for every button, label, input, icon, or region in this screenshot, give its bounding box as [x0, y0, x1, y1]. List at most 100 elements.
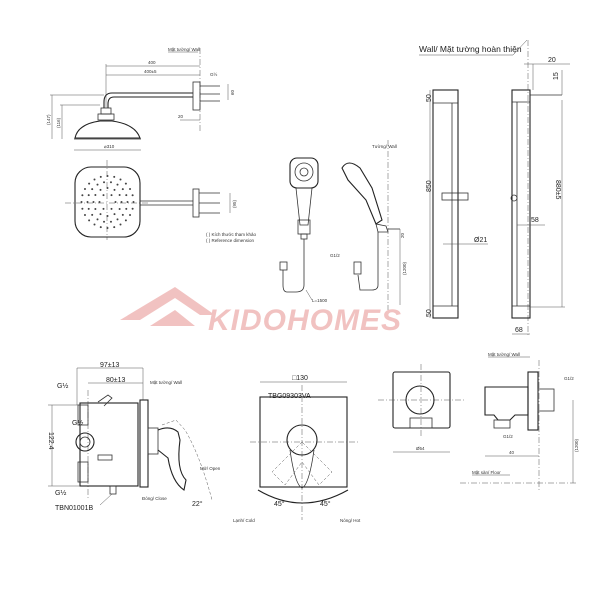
valve-side-view: 97±13 80±13 Mặt tường/ Wall 122.4 G½ G½ …	[47, 362, 221, 512]
nozzle-dot	[87, 207, 90, 210]
dim-400-5: 400±5	[144, 69, 157, 74]
nozzle-dot	[88, 182, 91, 185]
dim-50-top: 50	[426, 94, 433, 102]
nozzle-dot	[102, 194, 105, 197]
nozzle-dot	[106, 175, 109, 177]
rain-shower-wall-label: Mặt tường/ Wall	[168, 47, 200, 52]
watermark-text: KIDOHOMES	[208, 304, 402, 337]
dim-880: 880±5	[554, 180, 561, 200]
wall-outlet: Ø54 Mặt tường/ Wall G1/2 G1/2 40 (1200) …	[378, 352, 579, 490]
nozzle-dot	[102, 207, 105, 210]
nozzle-dot	[113, 175, 116, 178]
cold-label: Lạnh/ Cold	[233, 518, 255, 523]
nozzle-dot	[88, 219, 91, 222]
nozzle-dot	[121, 188, 124, 191]
nozzle-dot	[99, 188, 102, 191]
nozzle-dot	[94, 194, 97, 196]
nozzle-dot	[94, 208, 97, 210]
hand-shower-height: (1200)	[402, 261, 407, 275]
dim-60: 60	[230, 89, 235, 95]
nozzle-dot	[99, 175, 102, 178]
hose-length: L=1500	[312, 298, 328, 303]
nozzle-dot	[80, 201, 83, 203]
nozzle-dot	[106, 215, 109, 217]
reference-note-vi: ( ) Kích thước tham khảo	[206, 232, 256, 237]
thread-mid: G½	[72, 419, 83, 427]
nozzle-dot	[129, 214, 132, 216]
nozzle-dot	[120, 201, 123, 203]
nozzle-dot	[106, 187, 109, 189]
nozzle-dot	[91, 213, 94, 216]
rain-shower-side-view: Mặt tường/ Wall 400 400±5 G½ 60 20 (147)…	[46, 47, 235, 151]
dim-20: 20	[178, 114, 184, 119]
nozzle-dot	[103, 220, 106, 223]
nozzle-dot	[113, 213, 116, 216]
close-label: Đóng/ Close	[142, 496, 167, 501]
nozzle-dot	[83, 214, 86, 216]
nozzle-dot	[119, 178, 122, 181]
dim-147: (147)	[46, 114, 51, 125]
dim-50-bottom: 50	[426, 309, 433, 317]
nozzle-dot	[125, 194, 128, 197]
nozzle-dot	[114, 201, 117, 203]
nozzle-dots	[80, 175, 135, 229]
nozzle-dot	[98, 201, 101, 203]
thread-bottom: G½	[55, 489, 66, 497]
nozzle-dot	[106, 227, 109, 229]
angle-right: 45°	[320, 500, 331, 508]
nozzle-dot	[116, 218, 119, 221]
valve-model: TBN01001B	[55, 505, 93, 512]
nozzle-dot	[86, 201, 89, 203]
nozzle-dot	[81, 207, 84, 210]
dim-15: 15	[553, 72, 560, 80]
nozzle-dot	[96, 183, 99, 186]
valve-wall-label: Mặt tường/ Wall	[150, 380, 182, 385]
dim-40: 40	[509, 450, 515, 455]
nozzle-dot	[103, 181, 106, 184]
reference-note-en: ( ) Reference dimension	[206, 238, 255, 243]
nozzle-dot	[124, 219, 127, 222]
nozzle-dot	[131, 194, 134, 197]
nozzle-dot	[119, 223, 122, 226]
nozzle-dot	[113, 188, 116, 191]
hot-label: Nóng/ Hot	[340, 518, 361, 523]
watermark-logo: KIDOHOMES	[120, 287, 402, 337]
hand-shower-wall-label: Tường/ Wall	[372, 144, 397, 149]
thread-top: G½	[57, 382, 68, 390]
outlet-thread-top: G1/2	[564, 376, 574, 381]
nozzle-dot	[109, 220, 112, 223]
angle-left: 45°	[274, 500, 285, 508]
nozzle-dot	[132, 201, 135, 203]
nozzle-dot	[109, 181, 112, 184]
angle-label: 22°	[192, 500, 203, 508]
dim-thread: G½	[210, 71, 218, 77]
nozzle-dot	[93, 223, 96, 226]
outlet-wall-label: Mặt tường/ Wall	[488, 352, 520, 357]
slide-bar: Wall/ Mặt tường hoàn thiện 50 850 50 Ø21…	[419, 39, 570, 335]
nozzle-dot	[113, 226, 116, 229]
dim-68: 68	[515, 327, 523, 334]
hand-shower-dim-20: 20	[400, 232, 405, 238]
hand-shower: L=1500 Tường/ Wall 20 G1/2 (1200)	[279, 140, 407, 310]
dim-400: 400	[148, 60, 156, 65]
dim-97: 97±13	[100, 362, 120, 369]
outlet-height: (1200)	[574, 438, 579, 452]
nozzle-dot	[91, 188, 94, 191]
nozzle-dot	[131, 207, 134, 210]
nozzle-dot	[87, 194, 90, 197]
nozzle-dot	[96, 218, 99, 221]
dim-130: □130	[292, 375, 308, 382]
outlet-thread-bottom: G1/2	[503, 434, 513, 439]
plate-model: TBG09303VA	[268, 393, 311, 400]
nozzle-dot	[99, 226, 102, 229]
nozzle-dot	[99, 213, 102, 216]
nozzle-dot	[110, 194, 113, 197]
dim-95: (95)	[232, 199, 237, 208]
valve-front-plate: □130 TBG09303VA 45° 45° Lạnh/ Cold Nóng/…	[233, 375, 361, 523]
dim-310: ⌀310	[104, 144, 115, 149]
dim-116: (116)	[56, 117, 61, 128]
rain-shower-top-view: (95) ( ) Kích thước tham khảo ( ) Refere…	[65, 160, 256, 243]
dim-54: Ø54	[416, 446, 425, 451]
nozzle-dot	[92, 201, 95, 203]
